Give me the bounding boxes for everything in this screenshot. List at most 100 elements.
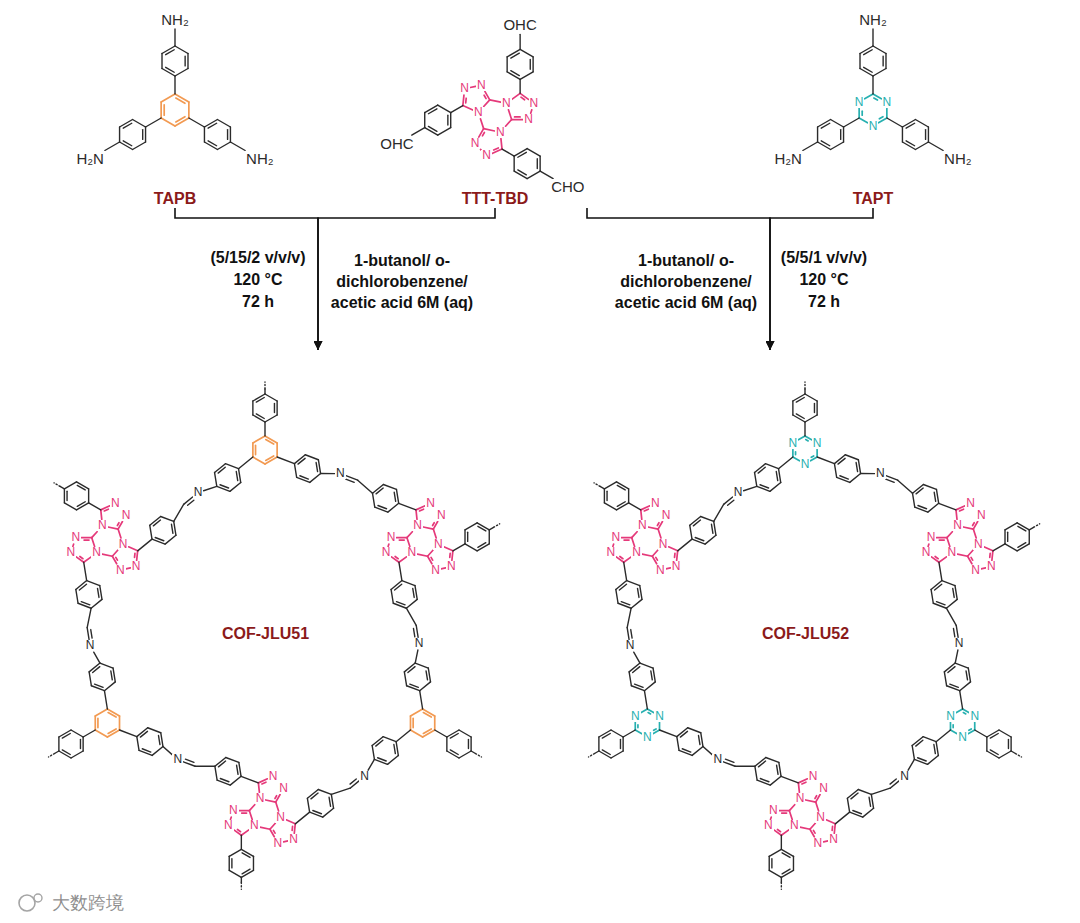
bond-line: [423, 729, 431, 734]
bond-line: [651, 671, 652, 680]
bond-line: [142, 749, 151, 752]
bond-line: [677, 737, 679, 751]
bond-line: [490, 100, 501, 102]
bond-line: [318, 460, 320, 474]
bond-line: [624, 562, 627, 580]
bond-line: [915, 142, 928, 150]
bond-line: [55, 751, 59, 754]
bond-line: [770, 483, 781, 492]
bond-line: [188, 500, 194, 505]
bond-line: [234, 830, 241, 835]
bond-line: [450, 750, 458, 755]
bond-line: [404, 663, 415, 672]
bond-line: [174, 29, 175, 46]
bond-line: [256, 398, 264, 403]
bond-line: [484, 129, 495, 131]
bond-line: [882, 56, 883, 66]
atom-label: N: [121, 510, 132, 521]
bond-line: [869, 797, 870, 806]
bond-line: [796, 414, 804, 419]
bond-line: [604, 503, 616, 510]
bond-line: [658, 529, 661, 538]
bond-line: [266, 440, 274, 445]
bond-line: [760, 779, 769, 782]
atom-label: N: [97, 520, 108, 531]
bond-line: [957, 554, 967, 556]
bond-line: [84, 557, 91, 562]
bond-line: [946, 608, 956, 625]
bond-line: [108, 729, 116, 734]
bond-line: [105, 142, 120, 151]
bond-line: [755, 464, 766, 473]
bond-line: [435, 730, 447, 737]
bond-line: [471, 751, 475, 754]
bond-line: [744, 486, 757, 490]
atom-label: N: [425, 498, 436, 509]
bond-line: [208, 141, 217, 146]
bond-line: [617, 502, 625, 507]
bond-line: [906, 123, 915, 128]
bond-line: [779, 469, 781, 483]
bond-line: [657, 523, 659, 526]
bond-line: [104, 691, 107, 709]
atom-label: N: [658, 539, 669, 550]
bond-line: [1029, 530, 1030, 544]
bond-line: [316, 463, 317, 472]
bond-line: [119, 716, 121, 730]
bond-line: [864, 67, 873, 72]
bond-line: [252, 443, 254, 457]
bond-line: [480, 119, 483, 129]
bond-line: [165, 535, 176, 544]
atom-label: N: [973, 539, 984, 550]
atom-label: N: [642, 732, 653, 743]
bond-line: [699, 736, 700, 745]
bond-line: [936, 489, 938, 503]
bond-line: [87, 628, 89, 640]
bond-line: [611, 730, 623, 737]
atom-label: N: [815, 812, 826, 823]
bond-line: [779, 457, 793, 469]
reaction-condition: 1-butanol/ o-dichlorobenzene/ acetic aci…: [321, 250, 483, 313]
bond-line: [803, 142, 818, 151]
bond-line: [220, 779, 229, 782]
bond-line: [844, 118, 860, 127]
bond-line: [989, 553, 991, 557]
bond-line: [184, 56, 185, 66]
bond-line: [350, 781, 359, 788]
bond-line: [298, 458, 305, 464]
bond-line: [968, 550, 973, 556]
bond-line: [489, 527, 493, 530]
bond-line: [391, 581, 402, 590]
bond-line: [793, 457, 800, 461]
bond-line: [898, 480, 913, 493]
bond-line: [475, 754, 481, 758]
bond-line: [931, 557, 938, 562]
bond-line: [447, 115, 448, 125]
bond-line: [395, 557, 398, 559]
atom-label: N: [91, 547, 102, 558]
bond-line: [413, 588, 414, 597]
end-group-label: NH₂: [943, 151, 973, 167]
atom-label: N: [763, 820, 774, 831]
bond-line: [886, 479, 894, 482]
atom-label: N: [868, 121, 879, 132]
bond-line: [631, 599, 642, 608]
bond-line: [629, 503, 641, 510]
bond-line: [383, 737, 396, 742]
bond-line: [953, 588, 954, 597]
bond-line: [506, 57, 507, 72]
bond-line: [861, 473, 875, 474]
atom-label: N: [926, 532, 937, 543]
monomer-node: TAPB: [30, 20, 320, 208]
bond-line: [1004, 530, 1005, 544]
bond-line: [831, 826, 833, 830]
bond-line: [119, 127, 120, 142]
bond-line: [123, 141, 132, 146]
bond-line: [659, 722, 661, 730]
bond-line: [934, 745, 935, 754]
bond-line: [778, 830, 781, 832]
bond-line: [416, 625, 418, 637]
bond-line: [804, 389, 805, 394]
bond-line: [656, 557, 658, 560]
atom-label: N: [976, 510, 987, 521]
